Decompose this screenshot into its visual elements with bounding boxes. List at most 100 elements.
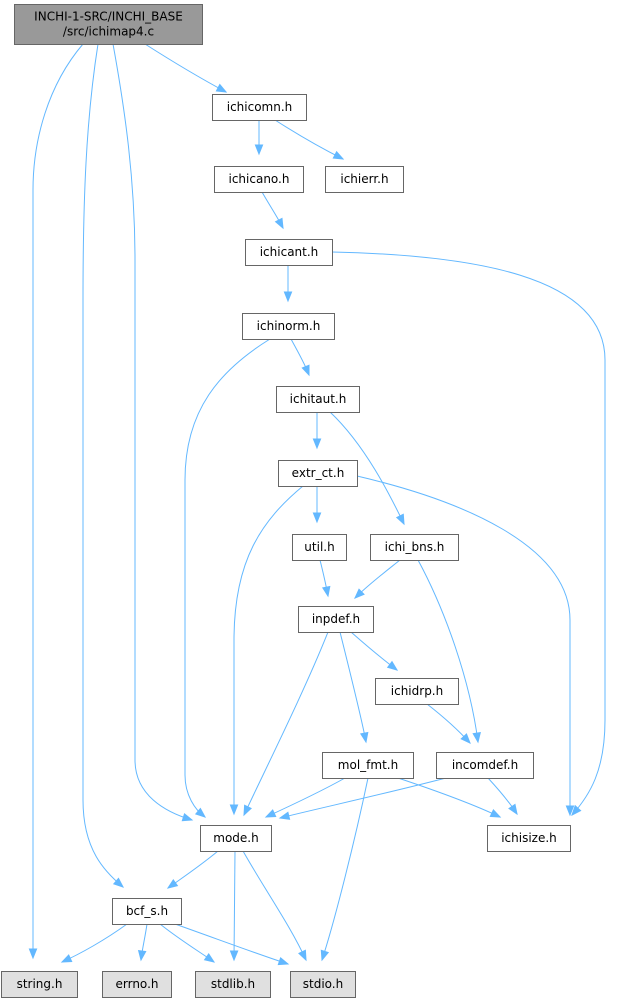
node-inpdef[interactable]: inpdef.h <box>298 606 374 633</box>
edge-line <box>112 43 193 821</box>
edge-arrowhead <box>395 513 405 526</box>
node-ichitaut[interactable]: ichitaut.h <box>276 386 360 413</box>
edge-ichidrp-to-incomdef <box>426 703 471 744</box>
node-ichicano[interactable]: ichicano.h <box>214 166 304 193</box>
edge-line <box>243 631 329 816</box>
edge-mode-to-stdio <box>242 850 307 962</box>
node-label: ichicano.h <box>229 172 290 186</box>
edge-arrowhead <box>472 732 481 744</box>
edge-line <box>356 475 571 815</box>
edge-line <box>233 485 304 814</box>
node-box <box>298 606 374 633</box>
edge-extr_ct-to-ichisize <box>356 475 575 817</box>
edge-line <box>417 559 479 743</box>
node-incomdef[interactable]: incomdef.h <box>436 752 534 779</box>
edge-arrowhead <box>194 807 207 818</box>
node-ichinorm[interactable]: ichinorm.h <box>242 313 335 340</box>
node-ichi_bns[interactable]: ichi_bns.h <box>370 534 459 561</box>
edge-root-to-ichicomn <box>144 43 228 93</box>
edge-ichi_bns-to-incomdef <box>417 559 481 744</box>
node-label: ichidrp.h <box>391 684 443 698</box>
node-label: mode.h <box>213 831 258 845</box>
edge-arrowhead <box>166 879 179 889</box>
node-ichicomn[interactable]: ichicomn.h <box>212 94 307 121</box>
edge-mode-to-bcf_s <box>166 850 219 889</box>
edge-ichinorm-to-mode <box>184 338 271 818</box>
node-label: mol_fmt.h <box>338 758 398 772</box>
edge-arrowhead <box>229 950 239 962</box>
node-string: string.h <box>1 971 78 998</box>
edge-line <box>174 923 289 965</box>
node-label: inpdef.h <box>312 612 360 626</box>
edge-arrowhead <box>254 144 264 156</box>
edge-ichicant-to-ichinorm <box>283 265 293 303</box>
edge-line <box>331 251 606 816</box>
edge-arrowhead <box>565 805 575 817</box>
edge-arrowhead <box>312 512 322 524</box>
node-bcf_s[interactable]: bcf_s.h <box>112 898 182 925</box>
edge-ichi_bns-to-inpdef <box>354 559 401 599</box>
edge-arrowhead <box>112 877 125 888</box>
node-ichicant[interactable]: ichicant.h <box>245 239 333 266</box>
edges-layer <box>28 43 606 966</box>
node-ichierr[interactable]: ichierr.h <box>325 166 404 193</box>
edge-arrowhead <box>243 804 252 817</box>
node-box <box>290 971 356 998</box>
edge-ichicomn-to-ichierr <box>274 119 345 160</box>
node-label: INCHI-1-SRC/INCHI_BASE <box>34 10 183 24</box>
node-root[interactable]: INCHI-1-SRC/INCHI_BASE/src/ichimap4.c <box>14 4 203 45</box>
node-box <box>245 239 333 266</box>
edge-ichinorm-to-ichitaut <box>290 338 310 377</box>
edge-arrowhead <box>321 585 331 598</box>
node-ichisize[interactable]: ichisize.h <box>487 825 571 852</box>
node-extr_ct[interactable]: extr_ct.h <box>278 460 358 487</box>
node-label: ichinorm.h <box>257 319 321 333</box>
edge-arrowhead <box>312 438 322 450</box>
node-label: errno.h <box>116 977 159 991</box>
node-label: stdlib.h <box>211 977 255 991</box>
node-label: bcf_s.h <box>126 904 168 918</box>
node-label: ichierr.h <box>340 172 388 186</box>
node-box <box>195 971 271 998</box>
edge-line <box>61 923 128 963</box>
edge-line <box>144 43 227 93</box>
edge-arrowhead <box>60 954 73 963</box>
edge-arrowhead <box>181 812 194 822</box>
node-box <box>487 825 571 852</box>
edge-root-to-bcf_s <box>82 43 125 888</box>
edge-arrowhead <box>571 804 582 817</box>
edge-arrowhead <box>298 949 307 962</box>
edge-line <box>329 411 405 525</box>
edge-arrowhead <box>274 217 284 230</box>
node-mode[interactable]: mode.h <box>200 825 272 852</box>
edge-line <box>339 631 367 743</box>
edge-root-to-mode <box>112 43 194 822</box>
node-label: ichisize.h <box>501 831 557 845</box>
edge-bcf_s-to-stdlib <box>159 923 216 963</box>
edge-arrowhead <box>264 809 277 818</box>
node-stdlib: stdlib.h <box>195 971 271 998</box>
edge-arrowhead <box>320 949 330 962</box>
edge-mol_fmt-to-mode <box>264 777 346 818</box>
edge-inpdef-to-ichidrp <box>350 631 399 671</box>
edge-bcf_s-to-string <box>60 923 128 963</box>
node-label: stdio.h <box>303 977 343 991</box>
edge-arrowhead <box>229 804 239 816</box>
node-box <box>200 825 272 852</box>
edge-mode-to-stdlib <box>229 850 239 962</box>
edge-line <box>397 777 501 818</box>
edge-arrowhead <box>386 660 399 671</box>
node-mol_fmt[interactable]: mol_fmt.h <box>322 752 414 779</box>
node-box <box>370 534 459 561</box>
node-ichidrp[interactable]: ichidrp.h <box>375 678 459 705</box>
edge-line <box>321 777 369 961</box>
edge-arrowhead <box>277 956 290 966</box>
edge-arrowhead <box>359 731 369 744</box>
node-label: ichi_bns.h <box>385 540 445 554</box>
edge-line <box>242 850 307 961</box>
edge-inpdef-to-mol_fmt <box>339 631 369 744</box>
node-label: string.h <box>17 977 63 991</box>
node-util[interactable]: util.h <box>292 534 347 561</box>
edge-arrowhead <box>460 733 471 744</box>
edge-ichitaut-to-extr_ct <box>312 412 322 450</box>
